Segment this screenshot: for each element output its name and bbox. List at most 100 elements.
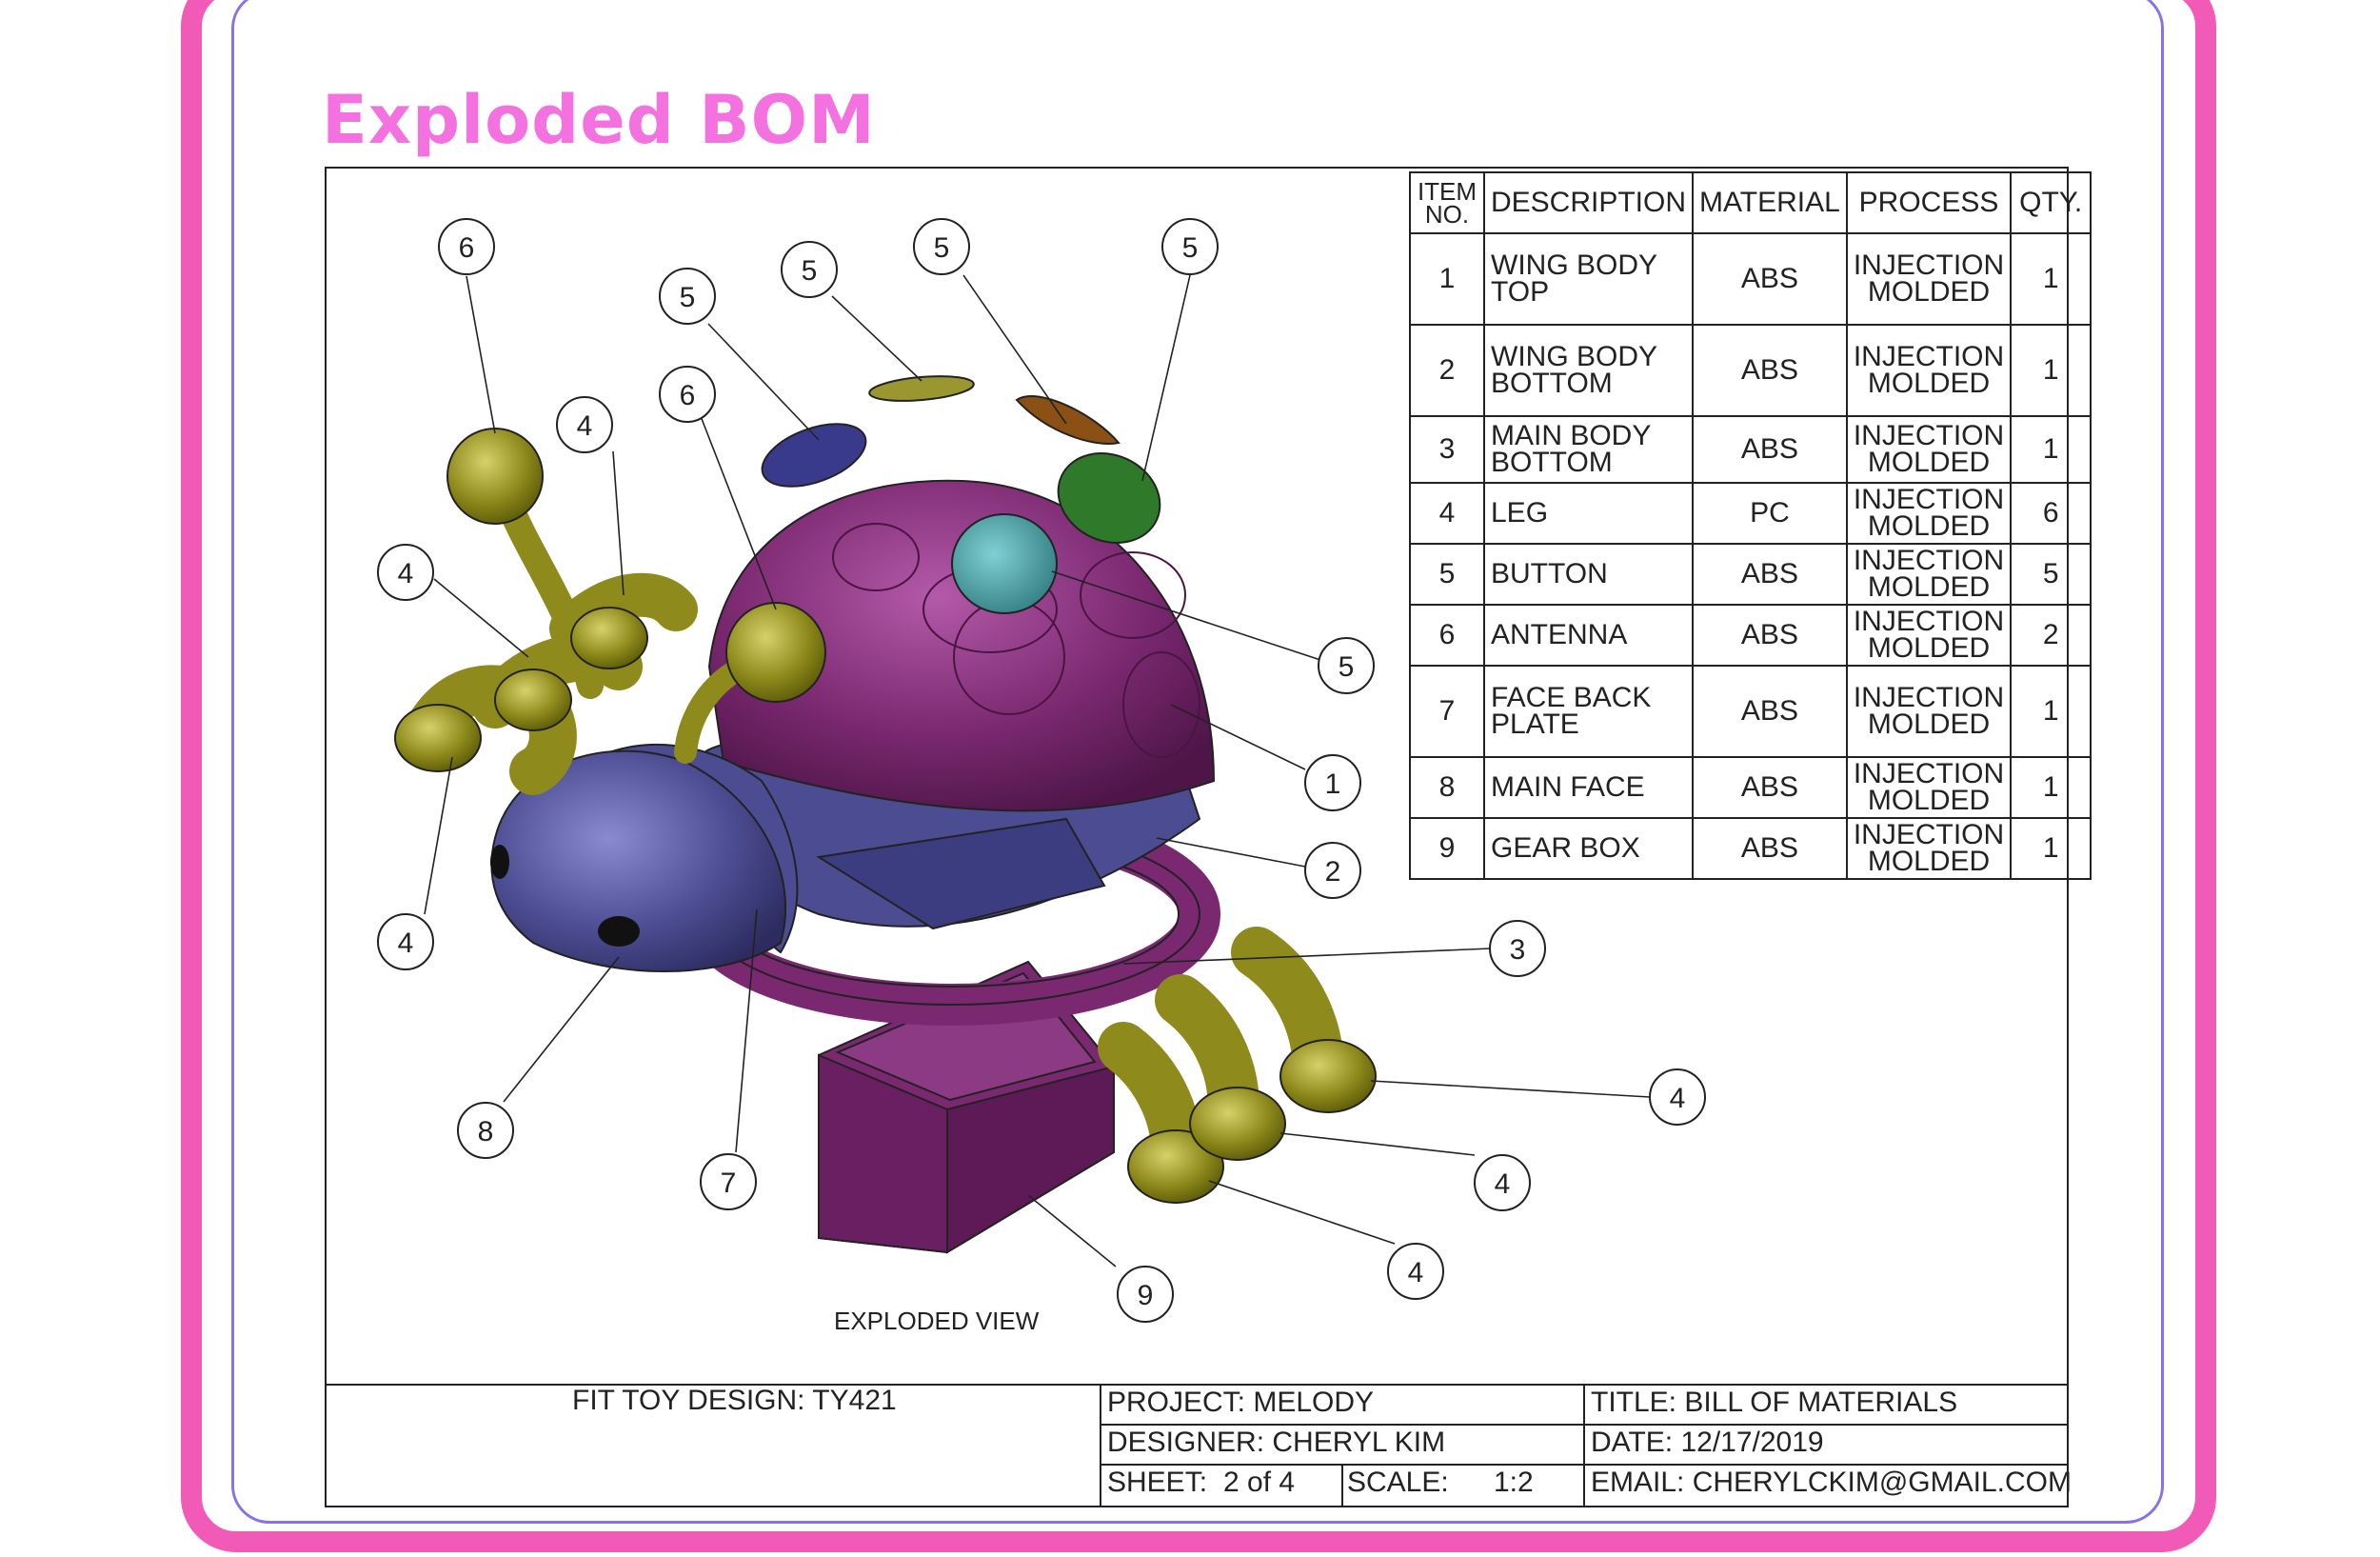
leg-part bbox=[1155, 974, 1286, 1161]
bom-cell-description: LEG bbox=[1482, 482, 1695, 545]
svg-text:4: 4 bbox=[398, 928, 414, 959]
bom-cell-item: 5 bbox=[1409, 543, 1485, 606]
callout-bubble: 6 bbox=[438, 218, 495, 275]
callout-bubble: 5 bbox=[913, 218, 970, 275]
drawing-title: TITLE: BILL OF MATERIALS bbox=[1591, 1387, 1958, 1418]
title-block-divider bbox=[1100, 1384, 1101, 1507]
bom-cell-process: INJECTION MOLDED bbox=[1845, 482, 2013, 545]
bom-cell-qty: 1 bbox=[2010, 232, 2092, 326]
svg-text:4: 4 bbox=[1408, 1257, 1424, 1288]
leg-part bbox=[1098, 1022, 1224, 1204]
designer-label: DESIGNER: CHERYL KIM bbox=[1107, 1427, 1446, 1458]
bom-cell-material: ABS bbox=[1692, 756, 1848, 819]
bom-cell-material: ABS bbox=[1692, 665, 1848, 758]
bom-cell-item: 4 bbox=[1409, 482, 1485, 545]
callout-bubble: 8 bbox=[457, 1102, 514, 1159]
title-block-rule bbox=[1100, 1464, 2067, 1466]
svg-text:4: 4 bbox=[1670, 1083, 1686, 1114]
bom-cell-description: FACE BACK PLATE bbox=[1482, 665, 1695, 758]
callout-bubble: 6 bbox=[659, 366, 716, 423]
svg-text:5: 5 bbox=[1339, 651, 1355, 683]
svg-text:6: 6 bbox=[680, 380, 696, 411]
svg-text:2: 2 bbox=[1325, 856, 1341, 888]
bom-cell-description: WING BODY TOP bbox=[1482, 232, 1695, 326]
bom-cell-qty: 1 bbox=[2010, 324, 2092, 417]
bom-cell-qty: 1 bbox=[2010, 665, 2092, 758]
button-part-teal bbox=[951, 513, 1058, 614]
svg-text:7: 7 bbox=[721, 1168, 737, 1199]
svg-text:5: 5 bbox=[802, 255, 818, 287]
callout-bubble: 4 bbox=[1474, 1154, 1531, 1211]
leader-lines bbox=[424, 274, 1651, 1268]
svg-text:4: 4 bbox=[577, 410, 593, 442]
bom-cell-qty: 5 bbox=[2010, 543, 2092, 606]
sheet-label: SHEET: bbox=[1107, 1467, 1208, 1498]
title-block-rule bbox=[1100, 1424, 2067, 1426]
bom-cell-material: ABS bbox=[1692, 604, 1848, 667]
bom-cell-description: ANTENNA bbox=[1482, 604, 1695, 667]
bom-header-description: DESCRIPTION bbox=[1482, 171, 1695, 234]
svg-text:6: 6 bbox=[459, 232, 475, 264]
button-part-brown bbox=[1015, 395, 1121, 445]
bom-cell-material: ABS bbox=[1692, 324, 1848, 417]
bom-cell-description: MAIN BODY BOTTOM bbox=[1482, 415, 1695, 484]
button-part-olive bbox=[868, 375, 975, 402]
bom-cell-process: INJECTION MOLDED bbox=[1845, 665, 2013, 758]
callout-bubbles: 6 5 5 5 5 6 4 4 5 1 2 3 4 8 7 9 4 4 4 bbox=[377, 218, 1706, 1323]
svg-text:5: 5 bbox=[680, 282, 696, 313]
bom-cell-process: INJECTION MOLDED bbox=[1845, 817, 2013, 880]
bom-cell-process: INJECTION MOLDED bbox=[1845, 604, 2013, 667]
callout-bubble: 4 bbox=[377, 913, 434, 970]
bom-cell-material: ABS bbox=[1692, 415, 1848, 484]
callout-bubble: 5 bbox=[659, 268, 716, 325]
bom-header-qty: QTY. bbox=[2010, 171, 2092, 234]
title-block-divider bbox=[1583, 1384, 1585, 1507]
bom-cell-description: GEAR BOX bbox=[1482, 817, 1695, 880]
bom-cell-item: 2 bbox=[1409, 324, 1485, 417]
bom-cell-material: ABS bbox=[1692, 232, 1848, 326]
button-part-navy bbox=[761, 423, 867, 488]
callout-bubble: 3 bbox=[1489, 920, 1546, 977]
callout-bubble: 5 bbox=[1318, 637, 1375, 694]
svg-text:8: 8 bbox=[478, 1116, 494, 1148]
bom-cell-qty: 1 bbox=[2010, 415, 2092, 484]
bom-cell-qty: 1 bbox=[2010, 817, 2092, 880]
exploded-view-caption: EXPLODED VIEW bbox=[834, 1307, 1040, 1335]
svg-text:4: 4 bbox=[398, 558, 414, 589]
drawing-date: DATE: 12/17/2019 bbox=[1591, 1427, 1824, 1458]
callout-bubble: 5 bbox=[1161, 218, 1219, 275]
bom-header-row: ITEM NO. DESCRIPTION MATERIAL PROCESS QT… bbox=[1409, 171, 2092, 234]
bom-cell-item: 6 bbox=[1409, 604, 1485, 667]
bom-cell-description: BUTTON bbox=[1482, 543, 1695, 606]
bom-header-process: PROCESS bbox=[1845, 171, 2013, 234]
callout-bubble: 4 bbox=[1387, 1243, 1444, 1300]
callout-bubble: 4 bbox=[556, 396, 613, 453]
bom-cell-item: 1 bbox=[1409, 232, 1485, 326]
bom-cell-process: INJECTION MOLDED bbox=[1845, 415, 2013, 484]
callout-bubble: 9 bbox=[1117, 1266, 1174, 1323]
callout-bubble: 5 bbox=[781, 241, 838, 298]
bom-cell-qty: 6 bbox=[2010, 482, 2092, 545]
bom-cell-process: INJECTION MOLDED bbox=[1845, 324, 2013, 417]
bom-header-material: MATERIAL bbox=[1692, 171, 1848, 234]
title-block-top-rule bbox=[327, 1384, 2067, 1386]
title-block-divider bbox=[1341, 1464, 1343, 1507]
bom-cell-description: WING BODY BOTTOM bbox=[1482, 324, 1695, 417]
bom-cell-qty: 1 bbox=[2010, 756, 2092, 819]
gear-box-part bbox=[818, 960, 1116, 1254]
scale-label: SCALE: bbox=[1347, 1467, 1449, 1498]
bom-cell-item: 3 bbox=[1409, 415, 1485, 484]
bom-cell-material: ABS bbox=[1692, 817, 1848, 880]
bom-cell-qty: 2 bbox=[2010, 604, 2092, 667]
svg-text:9: 9 bbox=[1138, 1280, 1154, 1311]
callout-bubble: 7 bbox=[700, 1153, 757, 1210]
bom-cell-material: ABS bbox=[1692, 543, 1848, 606]
callout-bubble: 4 bbox=[1649, 1068, 1706, 1126]
